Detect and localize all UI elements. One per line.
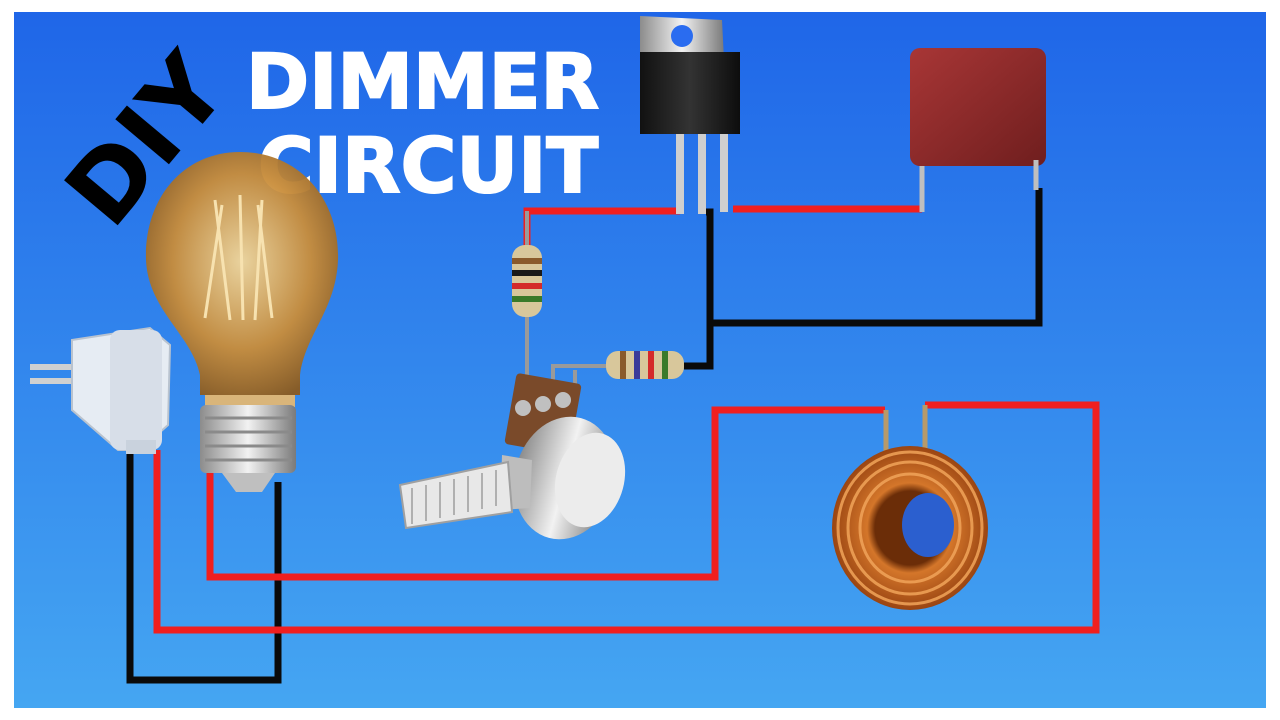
wire-black-plug-bulb xyxy=(126,450,282,684)
inductor-icon xyxy=(832,446,988,610)
potentiometer-icon xyxy=(398,373,626,540)
wires xyxy=(126,188,1100,684)
resistor-1-icon xyxy=(512,245,542,380)
title-line-1: DIMMER xyxy=(246,37,599,126)
triac-icon xyxy=(640,16,740,214)
wire-black-triac xyxy=(684,208,714,370)
wire-red-bulb-loop xyxy=(206,406,885,581)
resistor-2-icon xyxy=(551,351,684,390)
power-plug-icon xyxy=(30,326,172,454)
light-bulb-icon xyxy=(145,152,339,492)
wire-black-cap xyxy=(710,188,1043,327)
wire-red-plug-loop xyxy=(153,401,1100,634)
capacitor-icon xyxy=(910,48,1046,212)
